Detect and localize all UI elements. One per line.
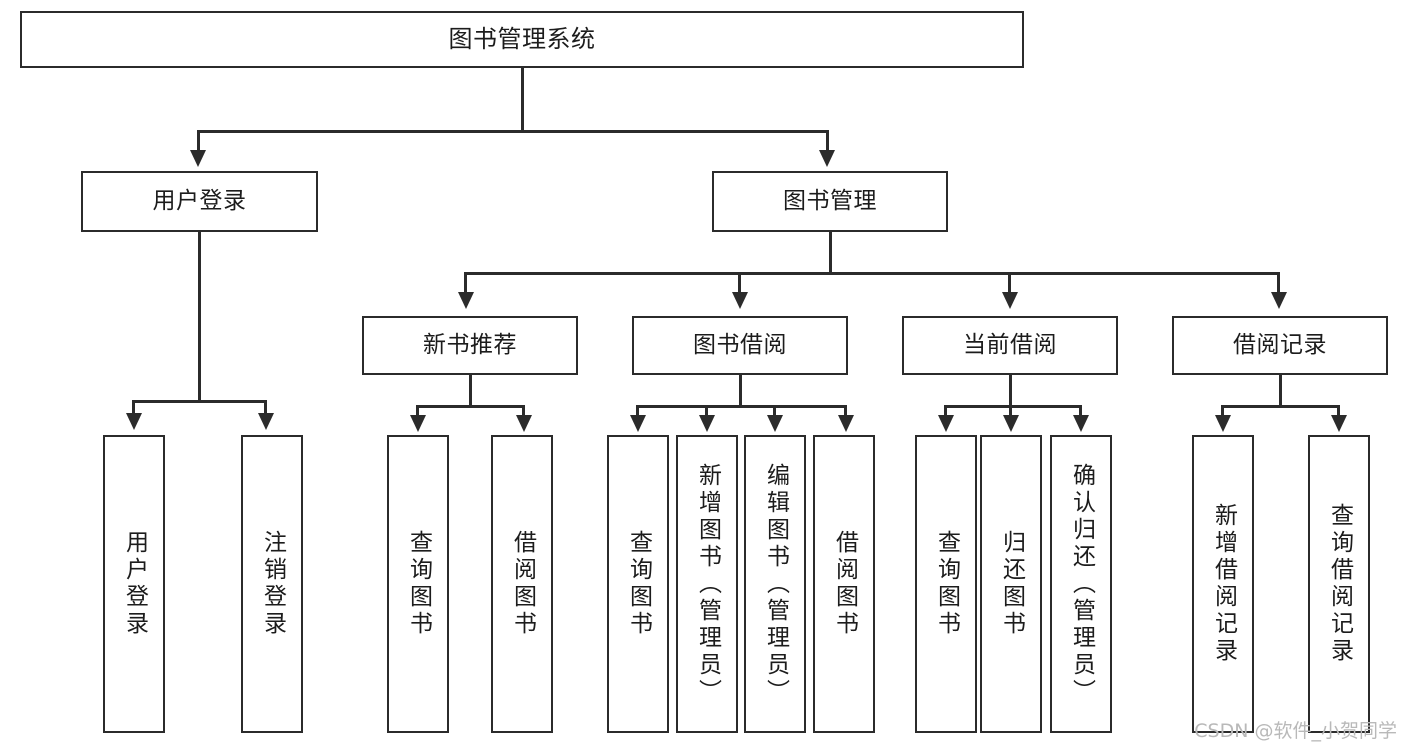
connector-root-trunk	[521, 68, 524, 130]
leaf-node-borrow-book-rec[interactable]: 借阅图书	[491, 435, 553, 733]
connector-borrowrecord-drop-2	[1337, 405, 1340, 417]
leaf-node-query-book-current[interactable]: 查询图书	[915, 435, 977, 733]
arrowhead-leaf-2	[258, 413, 274, 430]
arrowhead-leaf-8	[838, 415, 854, 432]
connector-userlogin-drop-2	[264, 400, 267, 415]
node-label: 编辑图书（管理员）	[762, 462, 789, 706]
node-label: 查询图书	[625, 530, 652, 638]
node-label: 查询图书	[405, 530, 432, 638]
connector-userlogin-bus	[132, 400, 267, 403]
node-label: 图书借阅	[693, 331, 787, 358]
connector-currentborrow-drop-2	[1009, 405, 1012, 417]
connector-borrowrecord-trunk	[1279, 375, 1282, 408]
connector-bookborrow-drop-2	[705, 405, 708, 417]
connector-root-drop-right	[826, 130, 829, 152]
node-label: 借阅图书	[831, 530, 858, 638]
arrowhead-user-login	[190, 150, 206, 167]
leaf-node-logout[interactable]: 注销登录	[241, 435, 303, 733]
node-label: 注销登录	[259, 530, 286, 638]
arrowhead-leaf-5	[630, 415, 646, 432]
connector-bookmanage-trunk	[829, 232, 832, 272]
node-label: 图书管理	[783, 187, 877, 214]
arrowhead-leaf-10	[1003, 415, 1019, 432]
leaf-node-query-book-rec[interactable]: 查询图书	[387, 435, 449, 733]
node-current-borrow[interactable]: 当前借阅	[902, 316, 1118, 375]
connector-currentborrow-drop-3	[1079, 405, 1082, 417]
leaf-node-borrow-book[interactable]: 借阅图书	[813, 435, 875, 733]
arrowhead-leaf-13	[1331, 415, 1347, 432]
connector-l3-drop-1	[464, 272, 467, 294]
node-label: 借阅图书	[509, 530, 536, 638]
connector-l3-drop-3	[1008, 272, 1011, 294]
arrowhead-book-manage	[819, 150, 835, 167]
connector-l3-drop-2	[738, 272, 741, 294]
connector-newbook-bus	[416, 405, 525, 408]
arrowhead-leaf-7	[767, 415, 783, 432]
connector-bookborrow-trunk	[739, 375, 742, 408]
connector-currentborrow-trunk	[1009, 375, 1012, 408]
node-new-book-recommend[interactable]: 新书推荐	[362, 316, 578, 375]
leaf-node-query-book-borrow[interactable]: 查询图书	[607, 435, 669, 733]
leaf-node-confirm-return-admin[interactable]: 确认归还（管理员）	[1050, 435, 1112, 733]
node-label: 当前借阅	[963, 331, 1057, 358]
arrowhead-leaf-11	[1073, 415, 1089, 432]
connector-userlogin-drop-1	[132, 400, 135, 415]
connector-bookmanage-bus	[464, 272, 1280, 275]
arrowhead-borrow-record	[1271, 292, 1287, 309]
connector-bookborrow-drop-1	[636, 405, 639, 417]
node-label: 归还图书	[998, 530, 1025, 638]
leaf-node-query-borrow-record[interactable]: 查询借阅记录	[1308, 435, 1370, 733]
arrowhead-leaf-12	[1215, 415, 1231, 432]
arrowhead-current-borrow	[1002, 292, 1018, 309]
leaf-node-user-login[interactable]: 用户登录	[103, 435, 165, 733]
arrowhead-leaf-6	[699, 415, 715, 432]
leaf-node-add-book-admin[interactable]: 新增图书（管理员）	[676, 435, 738, 733]
leaf-node-return-book[interactable]: 归还图书	[980, 435, 1042, 733]
connector-borrowrecord-drop-1	[1221, 405, 1224, 417]
node-label: 借阅记录	[1233, 331, 1327, 358]
connector-borrowrecord-bus	[1221, 405, 1340, 408]
connector-bookborrow-drop-3	[773, 405, 776, 417]
connector-root-bus	[197, 130, 829, 133]
connector-newbook-drop-1	[416, 405, 419, 417]
node-user-login[interactable]: 用户登录	[81, 171, 318, 232]
node-book-borrow[interactable]: 图书借阅	[632, 316, 848, 375]
node-label: 用户登录	[121, 530, 148, 638]
node-borrow-record[interactable]: 借阅记录	[1172, 316, 1388, 375]
node-label: 新增借阅记录	[1210, 503, 1237, 665]
node-label: 用户登录	[152, 187, 247, 214]
arrowhead-leaf-3	[410, 415, 426, 432]
connector-root-drop-left	[197, 130, 200, 152]
node-root-system[interactable]: 图书管理系统	[20, 11, 1024, 68]
node-label: 新增图书（管理员）	[694, 462, 721, 706]
node-label: 查询借阅记录	[1326, 503, 1353, 665]
node-book-manage[interactable]: 图书管理	[712, 171, 948, 232]
arrowhead-book-borrow	[732, 292, 748, 309]
connector-newbook-trunk	[469, 375, 472, 408]
node-label: 新书推荐	[423, 331, 517, 358]
arrowhead-new-book-rec	[458, 292, 474, 309]
leaf-node-edit-book-admin[interactable]: 编辑图书（管理员）	[744, 435, 806, 733]
node-label: 查询图书	[933, 530, 960, 638]
leaf-node-add-borrow-record[interactable]: 新增借阅记录	[1192, 435, 1254, 733]
arrowhead-leaf-9	[938, 415, 954, 432]
arrowhead-leaf-4	[516, 415, 532, 432]
connector-bookborrow-bus	[636, 405, 847, 408]
arrowhead-leaf-1	[126, 413, 142, 430]
connector-currentborrow-drop-1	[944, 405, 947, 417]
connector-currentborrow-bus	[944, 405, 1082, 408]
connector-newbook-drop-2	[522, 405, 525, 417]
node-label: 图书管理系统	[448, 25, 596, 54]
connector-userlogin-trunk	[198, 232, 201, 400]
node-label: 确认归还（管理员）	[1068, 462, 1095, 706]
connector-bookborrow-drop-4	[844, 405, 847, 417]
connector-l3-drop-4	[1277, 272, 1280, 294]
